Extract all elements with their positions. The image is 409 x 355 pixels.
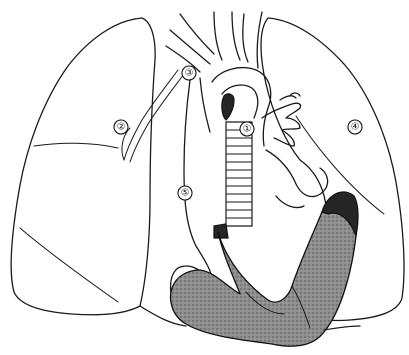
brachiocephalic-trunk-b bbox=[170, 30, 210, 64]
label-2: ② bbox=[114, 120, 128, 134]
esophagus-bottom-shadow bbox=[214, 224, 228, 238]
trachea-left-wall bbox=[214, 12, 222, 60]
label-2-text: ② bbox=[117, 122, 126, 133]
label-1-text: ① bbox=[243, 124, 252, 135]
left-diaphragm bbox=[324, 326, 360, 330]
label-1: ① bbox=[240, 122, 254, 136]
label-5: ⑤ bbox=[178, 186, 192, 200]
label-5-text: ⑤ bbox=[181, 188, 190, 199]
right-brachiocephalic-vein bbox=[166, 46, 200, 72]
superior-vena-cava bbox=[184, 80, 212, 280]
left-heart-border-2 bbox=[276, 196, 304, 208]
svc-inner bbox=[200, 78, 210, 132]
label-3-text: ③ bbox=[185, 68, 194, 79]
right-lung bbox=[11, 18, 155, 315]
label-4-text: ④ bbox=[351, 122, 360, 133]
brachiocephalic-trunk-a bbox=[180, 14, 214, 54]
heart-ventricle-wall bbox=[171, 198, 357, 346]
label-3: ③ bbox=[182, 66, 196, 80]
left-common-carotid bbox=[243, 14, 248, 62]
trachea-right-wall bbox=[232, 12, 240, 60]
arch-dark-spot bbox=[222, 94, 234, 120]
label-4: ④ bbox=[348, 120, 362, 134]
